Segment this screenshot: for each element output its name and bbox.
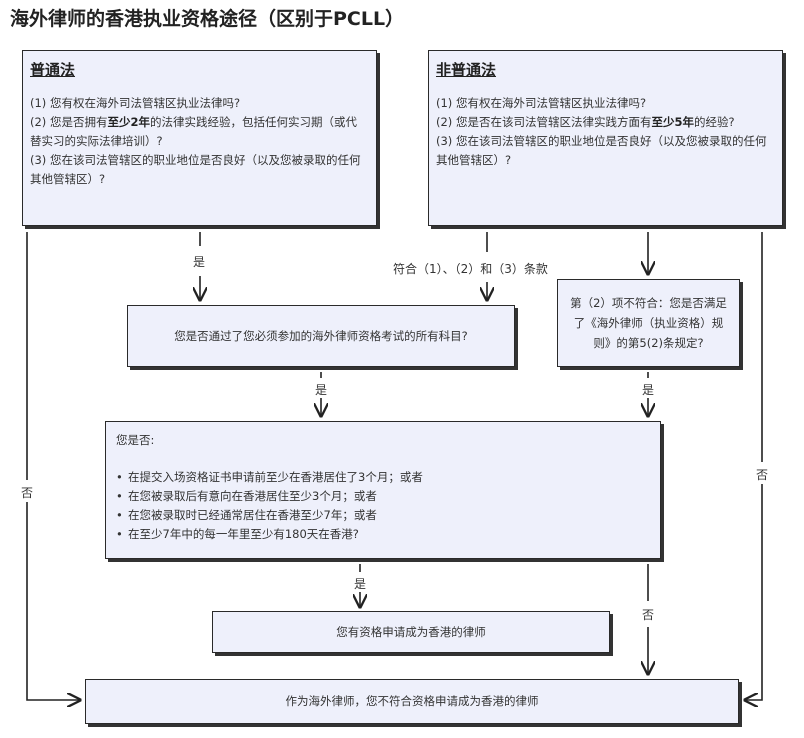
- rule-question: 第（2）项不符合：您是否满足了《海外律师（执业资格）规则》的第5(2)条规定?: [570, 296, 727, 350]
- exam-box: 您是否通过了您必须参加的海外律师资格考试的所有科目?: [127, 305, 515, 367]
- not-eligible-box: 作为海外律师，您不符合资格申请成为香港的律师: [85, 679, 739, 724]
- eligible-box: 您有资格申请成为香港的律师: [212, 611, 610, 653]
- residence-criteria-list: 在提交入场资格证书申请前至少在香港居住了3个月；或者 在您被录取后有意向在香港居…: [116, 468, 650, 544]
- label-noncommon-no: 否: [756, 468, 769, 482]
- common-law-heading: 普通法: [30, 61, 76, 79]
- non-common-law-box: 非普通法 (1) 您有权在海外司法管辖区执业法律吗? (2) 您是否在该司法管辖…: [428, 50, 783, 226]
- label-exam-yes: 是: [315, 383, 328, 397]
- not-eligible-text: 作为海外律师，您不符合资格申请成为香港的律师: [285, 694, 539, 708]
- label-rule-yes: 是: [642, 383, 655, 397]
- common-law-box: 普通法 (1) 您有权在海外司法管辖区执业法律吗? (2) 您是否拥有至少2年的…: [22, 50, 377, 226]
- residence-heading: 您是否:: [116, 433, 155, 447]
- list-item: 在至少7年中的每一年里至少有180天在香港?: [116, 525, 650, 544]
- list-item: 在提交入场资格证书申请前至少在香港居住了3个月；或者: [116, 468, 650, 487]
- non-common-law-heading: 非普通法: [436, 61, 497, 79]
- common-law-q3: (3) 您在该司法管辖区的职业地位是否良好（以及您被录取的任何其他管辖区）?: [30, 153, 361, 186]
- label-residence-no: 否: [642, 608, 655, 622]
- non-common-law-q2: (2) 您是否在该司法管辖区法律实践方面有至少5年的经验?: [436, 115, 735, 129]
- label-common-yes: 是: [193, 255, 206, 269]
- residence-box: 您是否: 在提交入场资格证书申请前至少在香港居住了3个月；或者 在您被录取后有意…: [105, 421, 661, 559]
- non-common-law-q1: (1) 您有权在海外司法管辖区执业法律吗?: [436, 96, 647, 110]
- label-residence-yes: 是: [354, 577, 367, 591]
- label-common-no: 否: [21, 486, 34, 500]
- rule-box: 第（2）项不符合：您是否满足了《海外律师（执业资格）规则》的第5(2)条规定?: [557, 279, 740, 367]
- common-law-q2: (2) 您是否拥有至少2年的法律实践经验，包括任何实习期（或代替实习的实际法律培…: [30, 115, 357, 148]
- common-law-q1: (1) 您有权在海外司法管辖区执业法律吗?: [30, 96, 241, 110]
- eligible-text: 您有资格申请成为香港的律师: [336, 624, 486, 639]
- non-common-law-q3: (3) 您在该司法管辖区的职业地位是否良好（以及您被录取的任何其他管辖区）?: [436, 134, 767, 167]
- list-item: 在您被录取后有意向在香港居住至少3个月；或者: [116, 487, 650, 506]
- list-item: 在您被录取时已经通常居住在香港至少7年；或者: [116, 506, 650, 525]
- label-meets-all: 符合（1）、（2）和（3）条款: [393, 262, 548, 276]
- page-title: 海外律师的香港执业资格途径（区别于PCLL）: [10, 8, 405, 30]
- exam-question: 您是否通过了您必须参加的海外律师资格考试的所有科目?: [174, 328, 468, 343]
